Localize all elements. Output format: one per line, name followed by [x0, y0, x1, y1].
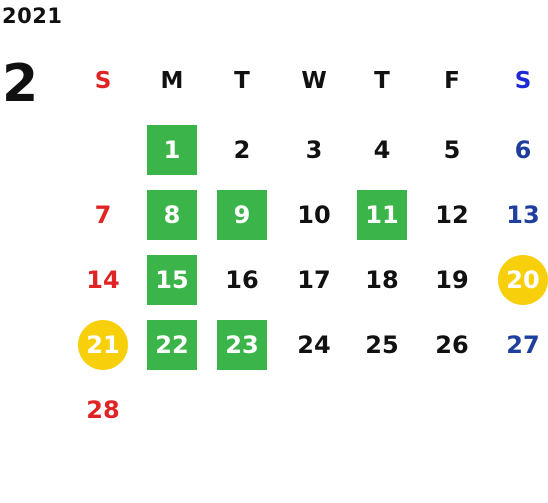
day-cell-2[interactable]: 2 — [233, 136, 251, 164]
weekday-header-sat: S — [514, 68, 532, 94]
day-cell-20[interactable]: 20 — [498, 255, 548, 305]
day-cell-27[interactable]: 27 — [506, 331, 540, 359]
weekday-header-mon: M — [160, 68, 184, 94]
day-cell-19[interactable]: 19 — [435, 266, 469, 294]
day-cell-8[interactable]: 8 — [147, 190, 197, 240]
day-cell-22[interactable]: 22 — [147, 320, 197, 370]
day-cell-12[interactable]: 12 — [435, 201, 469, 229]
day-cell-1[interactable]: 1 — [147, 125, 197, 175]
weekday-header-tue: T — [234, 68, 250, 94]
day-cell-21[interactable]: 21 — [78, 320, 128, 370]
day-cell-14[interactable]: 14 — [86, 266, 120, 294]
day-cell-5[interactable]: 5 — [443, 136, 461, 164]
day-cell-26[interactable]: 26 — [435, 331, 469, 359]
year-label: 2021 — [2, 4, 63, 28]
day-cell-17[interactable]: 17 — [297, 266, 331, 294]
weekday-header-thu: T — [374, 68, 390, 94]
day-cell-15[interactable]: 15 — [147, 255, 197, 305]
day-cell-4[interactable]: 4 — [373, 136, 391, 164]
day-cell-23[interactable]: 23 — [217, 320, 267, 370]
day-cell-18[interactable]: 18 — [365, 266, 399, 294]
day-cell-24[interactable]: 24 — [297, 331, 331, 359]
day-cell-9[interactable]: 9 — [217, 190, 267, 240]
day-cell-11[interactable]: 11 — [357, 190, 407, 240]
day-cell-28[interactable]: 28 — [86, 396, 120, 424]
day-cell-10[interactable]: 10 — [297, 201, 331, 229]
weekday-header-sun: S — [94, 68, 112, 94]
day-cell-25[interactable]: 25 — [365, 331, 399, 359]
day-cell-16[interactable]: 16 — [225, 266, 259, 294]
day-cell-13[interactable]: 13 — [506, 201, 540, 229]
day-cell-7[interactable]: 7 — [94, 201, 112, 229]
weekday-header-fri: F — [444, 68, 460, 94]
day-cell-6[interactable]: 6 — [514, 136, 532, 164]
weekday-header-wed: W — [301, 68, 327, 94]
month-number: 2 — [2, 54, 39, 114]
day-cell-3[interactable]: 3 — [305, 136, 323, 164]
